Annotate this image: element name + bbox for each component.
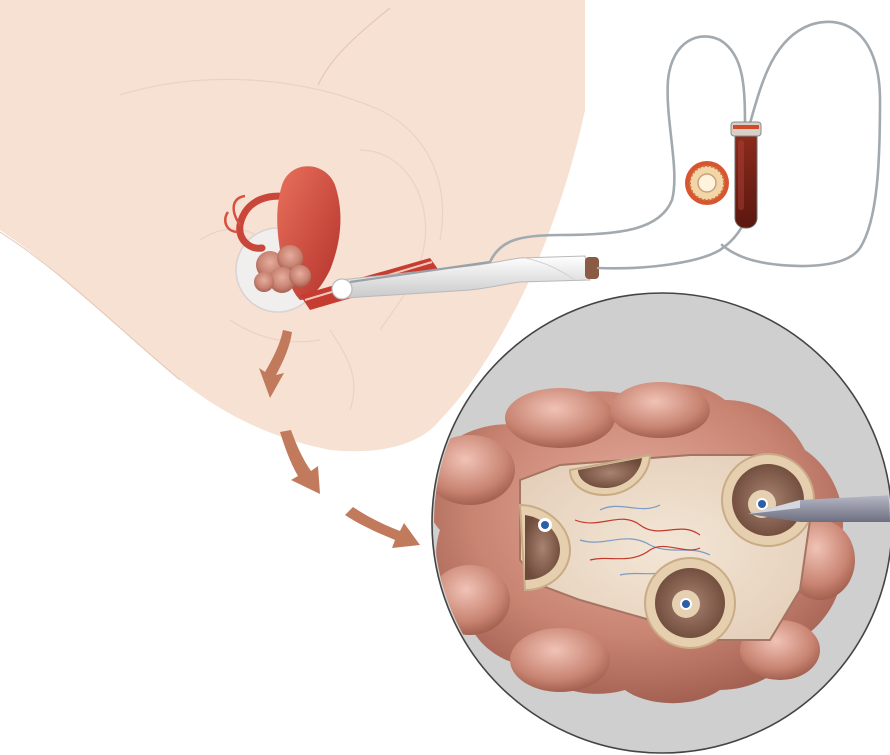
oocyte-icon <box>685 161 729 205</box>
collection-tube-icon <box>731 122 761 228</box>
follicle-bottom <box>645 558 735 648</box>
